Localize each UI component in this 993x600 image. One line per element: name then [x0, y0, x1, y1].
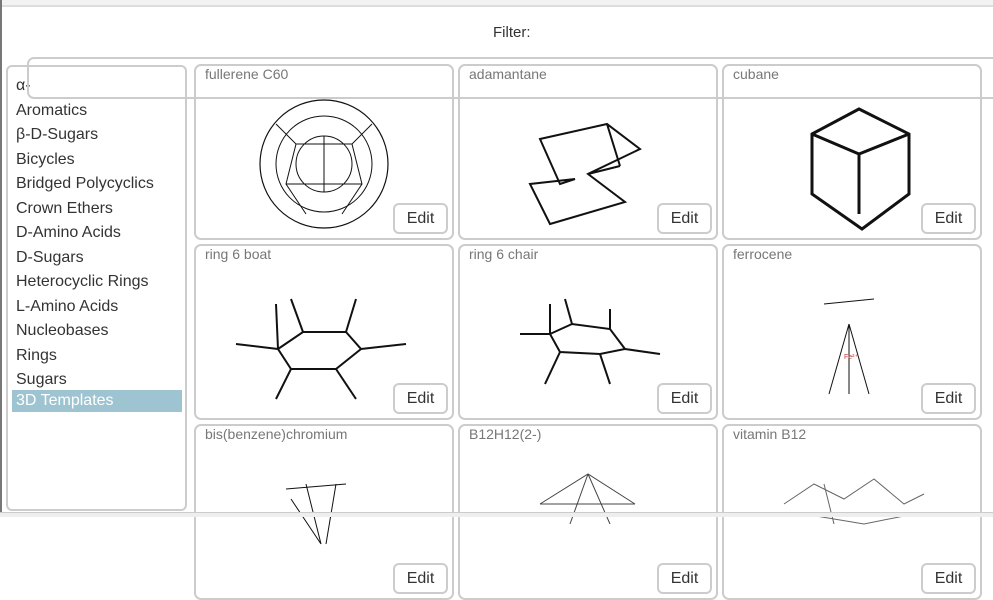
category-item[interactable]: β-D-Sugars	[16, 126, 99, 143]
molecule-drawing: Fe²⁺	[823, 298, 875, 395]
molecule-drawing	[259, 99, 389, 229]
category-item[interactable]: α-	[16, 77, 31, 94]
category-item[interactable]: Bicycles	[16, 150, 75, 168]
svg-text:Fe²⁺: Fe²⁺	[844, 354, 859, 361]
edit-button[interactable]: Edit	[921, 563, 976, 594]
category-item[interactable]: Heterocyclic Rings	[16, 273, 149, 290]
edit-button[interactable]: Edit	[921, 203, 976, 234]
edit-button[interactable]: Edit	[657, 383, 712, 414]
top-bar	[0, 0, 993, 7]
edit-button[interactable]: Edit	[657, 203, 712, 234]
template-name: ring 6 boat	[205, 246, 272, 262]
category-item[interactable]: Aromatics	[16, 101, 88, 119]
category-item[interactable]: Nucleobases	[16, 322, 109, 339]
template-name: vitamin B12	[733, 426, 807, 442]
molecule-drawing	[528, 122, 642, 226]
category-item[interactable]: D-Sugars	[16, 248, 84, 266]
molecule-drawing	[235, 298, 407, 400]
molecule-drawing	[539, 473, 636, 525]
edit-button[interactable]: Edit	[393, 203, 448, 234]
edit-button[interactable]: Edit	[393, 563, 448, 594]
category-item[interactable]: 3D Templates	[12, 390, 182, 412]
edit-button[interactable]: Edit	[657, 563, 712, 594]
molecule-drawing	[810, 107, 911, 231]
category-item[interactable]: Bridged Polycyclics	[16, 175, 154, 192]
molecule-drawing	[520, 298, 661, 385]
filter-input[interactable]	[27, 57, 993, 99]
edit-button[interactable]: Edit	[921, 383, 976, 414]
category-item[interactable]: Crown Ethers	[16, 199, 113, 217]
filter-label: Filter:	[493, 24, 531, 41]
category-item[interactable]: Sugars	[16, 371, 67, 388]
category-item[interactable]: Rings	[16, 346, 57, 364]
window-edge	[0, 0, 2, 516]
edit-button[interactable]: Edit	[393, 383, 448, 414]
template-name: ring 6 chair	[469, 246, 539, 262]
template-name: bis(benzene)chromium	[205, 426, 348, 442]
category-item[interactable]: D-Amino Acids	[16, 224, 121, 241]
template-name: B12H12(2-)	[469, 426, 542, 442]
category-item[interactable]: L-Amino Acids	[16, 297, 119, 315]
bottom-edge	[0, 512, 993, 517]
template-name: ferrocene	[733, 246, 793, 262]
